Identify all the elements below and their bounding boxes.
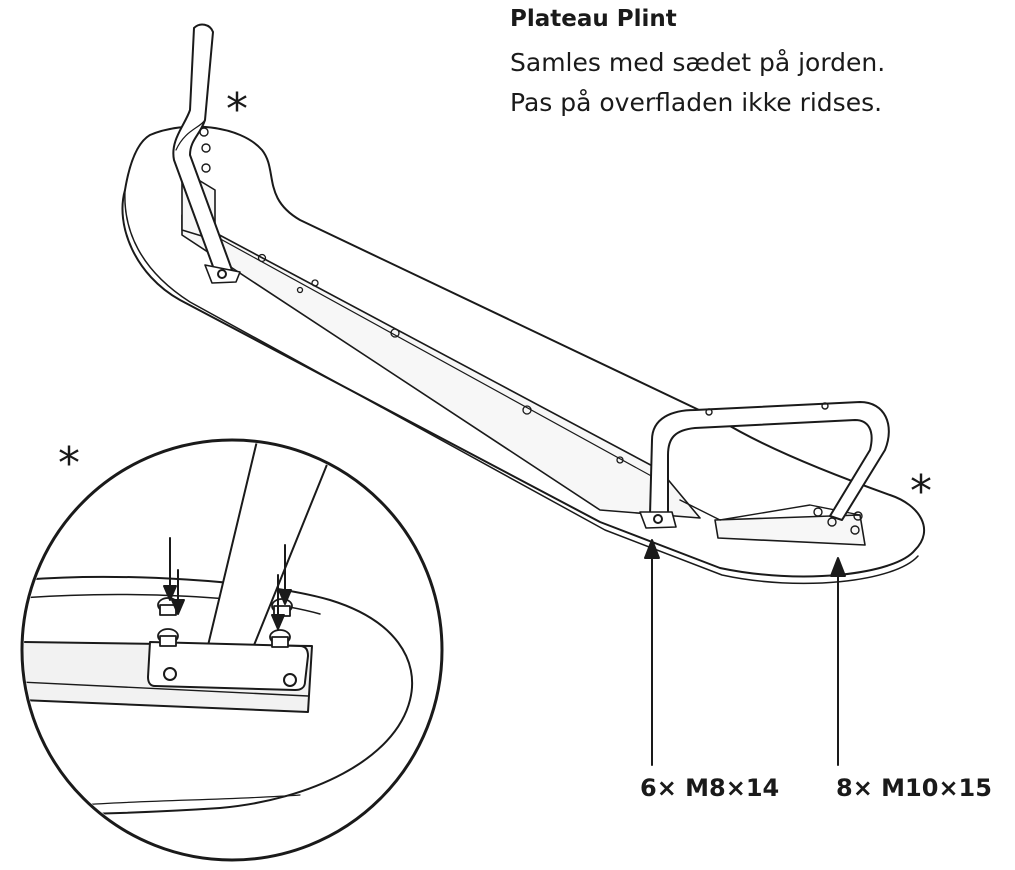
asterisk-marker-right: * — [910, 466, 932, 517]
frame-rail-inner — [194, 224, 656, 479]
bench-seat — [121, 125, 926, 578]
right-top-bolts — [705, 402, 863, 535]
detail-seat-line — [79, 794, 301, 806]
asterisk-marker-top: * — [226, 84, 248, 135]
left-top-bolts — [199, 127, 211, 173]
detail-view — [24, 442, 414, 816]
detail-plate-hole — [163, 667, 177, 681]
left-leg-shade — [175, 119, 206, 151]
rail-holes — [257, 253, 624, 464]
right-leg-bolt — [653, 514, 663, 524]
left-leg-mount — [204, 264, 241, 284]
instruction-line-1: Samles med sædet på jorden. — [510, 48, 886, 77]
detail-plate-hole — [283, 673, 297, 687]
left-leg — [172, 23, 233, 273]
detail-arrows — [163, 537, 292, 630]
seat-edge — [124, 189, 919, 585]
instruction-line-2: Pas på overfladen ikke ridses. — [510, 88, 883, 117]
asterisk-marker-detail: * — [58, 438, 80, 489]
screw-label-m10: 8× M10×15 — [836, 774, 992, 802]
detail-plate — [147, 641, 309, 691]
callout-arrows — [644, 539, 846, 766]
product-title: Plateau Plint — [510, 6, 677, 32]
right-leg-mount — [639, 511, 677, 529]
right-leg — [649, 401, 890, 521]
screw-label-m8: 6× M8×14 — [640, 774, 780, 802]
left-leg-bolt — [217, 269, 227, 279]
detail-rail-inner — [24, 681, 309, 697]
